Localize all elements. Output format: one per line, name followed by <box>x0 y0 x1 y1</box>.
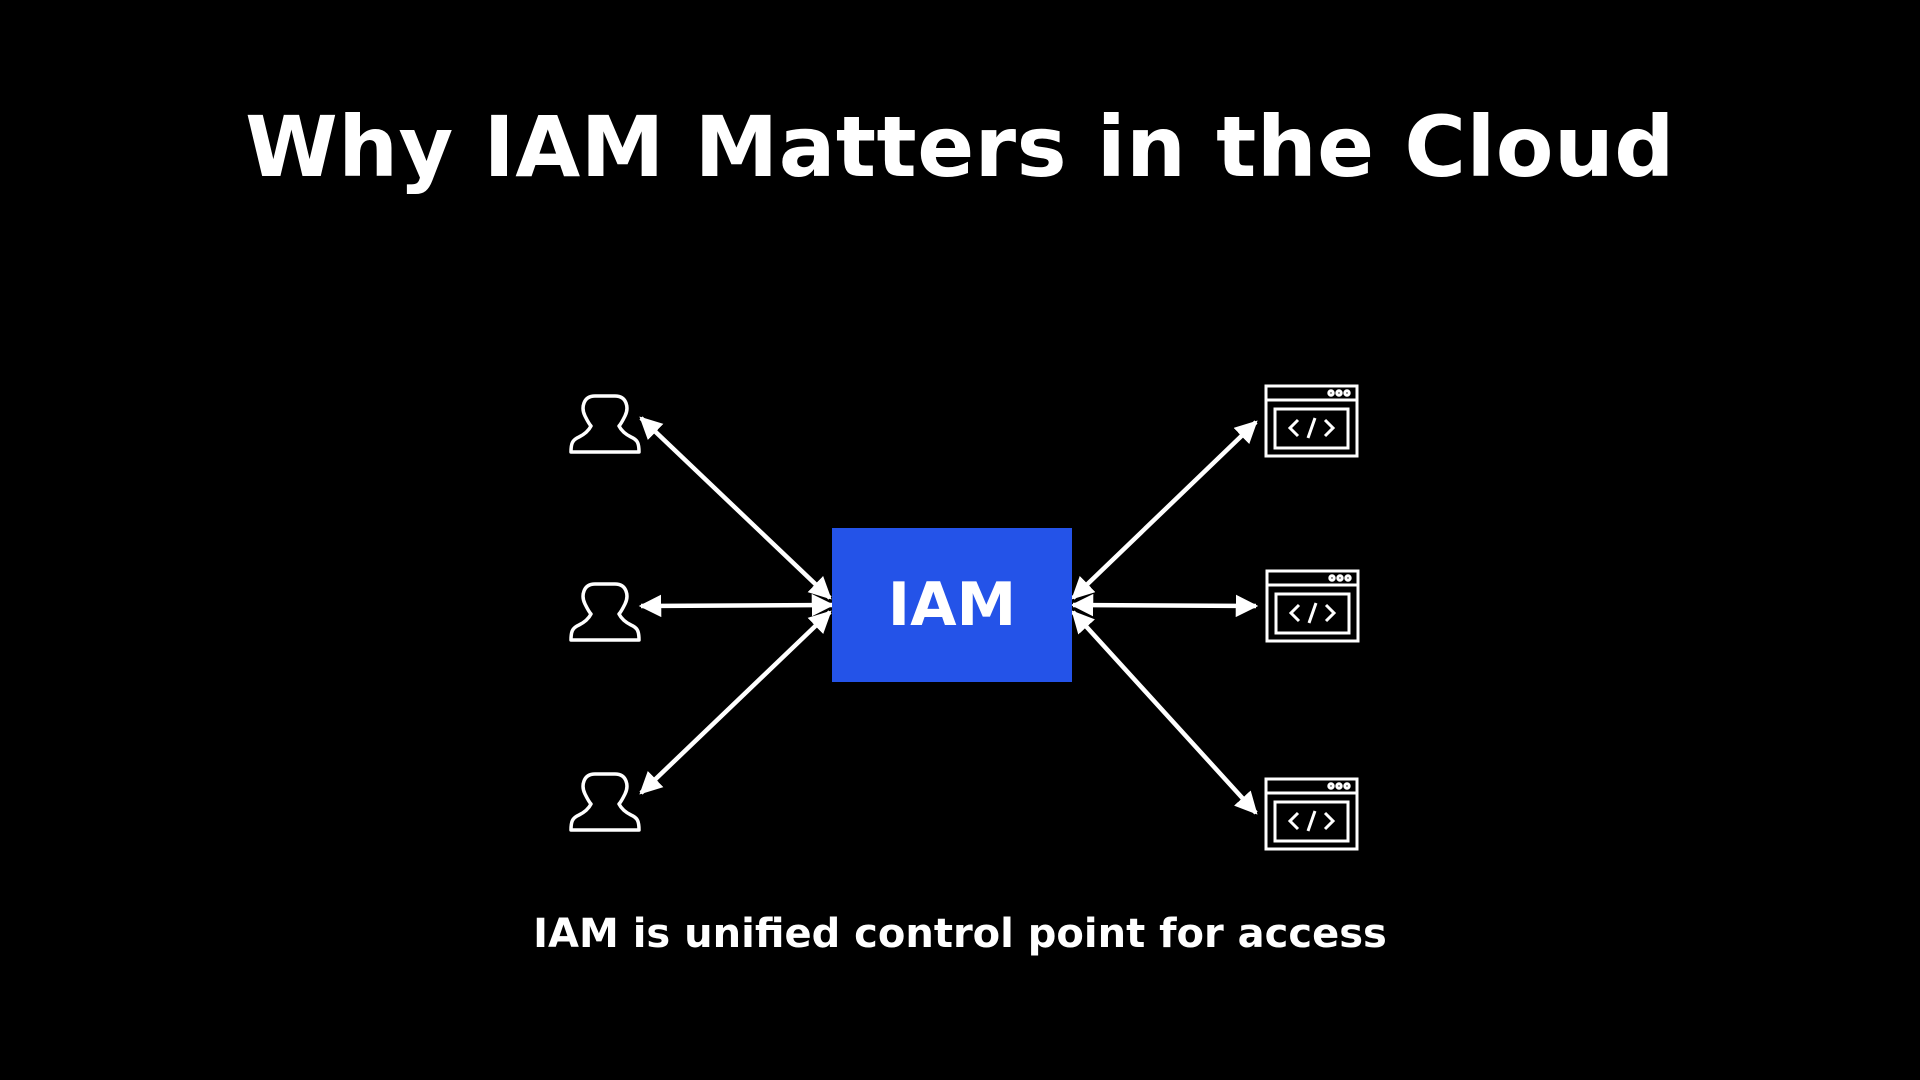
connector-app-2 <box>1070 593 1259 618</box>
user-icon <box>569 772 641 832</box>
slide-caption: IAM is unified control point for access <box>533 911 1387 957</box>
connector-user-1 <box>639 416 832 600</box>
iam-node-label: IAM <box>887 570 1017 640</box>
connector-app-3 <box>1071 610 1258 815</box>
iam-node: IAM <box>832 528 1072 682</box>
code-window-icon <box>1265 569 1360 643</box>
code-window-icon <box>1264 384 1359 458</box>
connector-user-3 <box>639 610 832 795</box>
user-icon <box>569 394 641 454</box>
connector-app-1 <box>1071 420 1258 600</box>
user-icon <box>569 582 641 642</box>
connector-user-2 <box>638 593 835 618</box>
code-window-icon <box>1264 777 1359 851</box>
slide-title: Why IAM Matters in the Cloud <box>245 98 1675 196</box>
